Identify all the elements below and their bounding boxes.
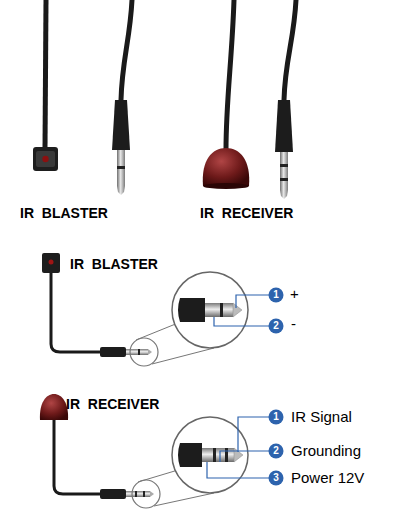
callout-number: 2 bbox=[269, 319, 283, 333]
pin-name: - bbox=[291, 315, 296, 332]
receiver-diagram bbox=[40, 394, 284, 508]
callout-number: 1 bbox=[269, 410, 283, 424]
part-name: IR BLASTER bbox=[70, 256, 158, 272]
plug-photo bbox=[112, 0, 132, 195]
part-name: IR RECEIVER bbox=[66, 396, 159, 412]
part-name: IR BLASTER bbox=[20, 205, 108, 221]
pin-name: Grounding bbox=[291, 442, 361, 459]
callout-number: 3 bbox=[269, 471, 283, 485]
plug-photo bbox=[275, 0, 296, 199]
part-name: IR RECEIVER bbox=[200, 205, 293, 221]
receiver-photo bbox=[203, 0, 249, 189]
callout-number: 2 bbox=[269, 444, 283, 458]
pin-name: Power 12V bbox=[291, 469, 364, 486]
blaster-photo bbox=[33, 0, 58, 171]
pin-name: + bbox=[290, 285, 299, 302]
callout-number: 1 bbox=[269, 288, 283, 302]
blaster-diagram bbox=[42, 253, 284, 366]
pin-name: IR Signal bbox=[291, 408, 352, 425]
